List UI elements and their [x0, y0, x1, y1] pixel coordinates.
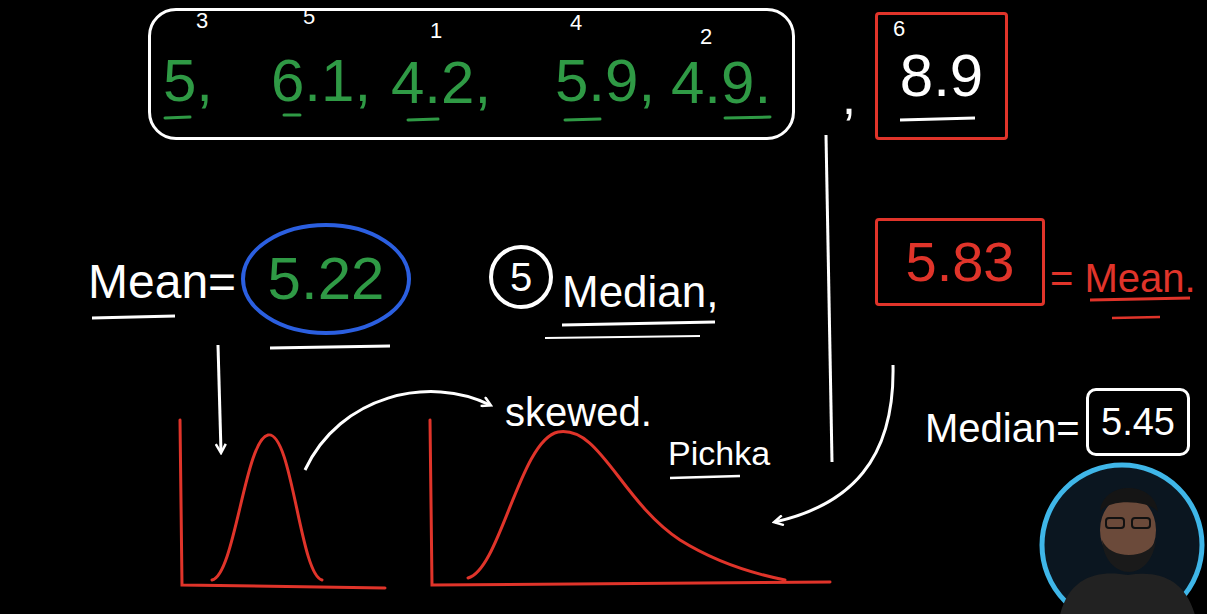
number-text: 5.83 [906, 234, 1015, 290]
value-circle: 5.22 [240, 222, 412, 336]
number-text: 4.2, [391, 53, 491, 113]
number-text: 5.22 [268, 249, 385, 309]
rank-number: 3 [196, 10, 208, 32]
handwritten-note: Median= [925, 408, 1080, 448]
number-text: 5 [510, 257, 532, 297]
number-text: 4.9. [671, 53, 771, 113]
rank-number: 1 [430, 20, 442, 42]
handwritten-note: skewed. [505, 392, 652, 432]
handwritten-note: = Mean. [1050, 258, 1196, 298]
number-text: 5, [163, 51, 213, 111]
handwritten-note: Median, [562, 270, 719, 314]
rank-number: 5 [303, 6, 315, 28]
number-text: 5.9, [555, 51, 655, 111]
rank-number: 4 [570, 12, 582, 34]
rank-number: 6 [893, 18, 905, 40]
value-box: 5, 6.1, 4.2, 5.9, 4.9. [148, 8, 795, 140]
rank-number: 2 [700, 26, 712, 48]
number-text: 8.9 [900, 46, 983, 106]
handwritten-note: , [842, 72, 856, 122]
handwritten-note: Mean= [88, 258, 236, 306]
value-box: 5.45 [1086, 388, 1190, 456]
value-box: 5.83 [875, 218, 1045, 306]
number-text: 6.1, [271, 51, 371, 111]
number-text: 5.45 [1101, 403, 1175, 441]
value-circle: 5 [488, 244, 554, 310]
handwritten-note: Pichka [668, 436, 770, 470]
